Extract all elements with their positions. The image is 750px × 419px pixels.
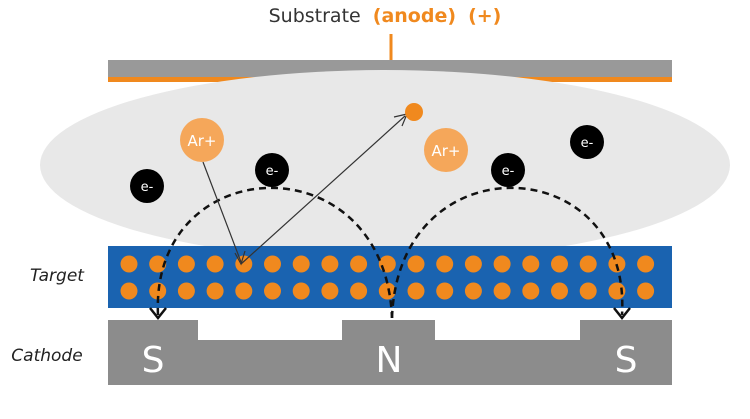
target-atom (350, 255, 368, 273)
target-atom (436, 255, 454, 273)
target-atom (264, 282, 281, 300)
target-atom (551, 282, 568, 300)
argon-ion-right-circle (424, 128, 468, 172)
electron-4-label: e- (581, 136, 594, 151)
target-atom (206, 282, 224, 300)
target-atom (120, 282, 138, 300)
electron-4: e- (570, 125, 604, 159)
target-atom (407, 255, 425, 273)
target-atom (464, 282, 482, 300)
target-atom (378, 255, 396, 273)
target-atom (177, 255, 195, 273)
magnet-n-center: N (376, 340, 403, 381)
target-atom (464, 255, 482, 273)
argon-ion-left-label: Ar+ (188, 132, 217, 150)
target-atom (321, 282, 339, 300)
target-atom (120, 255, 138, 273)
target-atom (579, 282, 597, 300)
argon-ion-right-label: Ar+ (432, 142, 461, 160)
electron-2: e- (255, 153, 289, 187)
argon-ion-right: Ar+ (424, 128, 468, 172)
target-atom (177, 282, 195, 300)
electron-3-label: e- (502, 164, 515, 179)
argon-ion-left: Ar+ (180, 118, 224, 162)
target-atoms (120, 255, 655, 300)
target-atom (407, 282, 425, 300)
electron-2-circle (255, 153, 289, 187)
target-atom (637, 255, 655, 273)
cathode-label: Cathode (11, 346, 82, 366)
target-atom (292, 282, 310, 300)
title-plus: (+) (468, 5, 501, 27)
target-atom (321, 255, 339, 273)
target-atom (292, 255, 310, 273)
target-atom (149, 255, 167, 273)
target-atom (436, 282, 454, 300)
target-atom (235, 282, 253, 300)
target-label: Target (30, 266, 85, 286)
argon-ion-left-circle (180, 118, 224, 162)
electron-3-circle (491, 153, 525, 187)
substrate-title: Substrate (anode) (+) (269, 5, 502, 27)
target-atom (264, 255, 281, 273)
sputtered-atom (405, 103, 423, 121)
electron-1: e- (130, 169, 164, 203)
electron-4-circle (570, 125, 604, 159)
electron-3: e- (491, 153, 525, 187)
target-atom (493, 282, 511, 300)
target-atom (522, 282, 540, 300)
magnet-s-left: S (142, 340, 165, 381)
target-atom (149, 282, 167, 300)
field-line-right (390, 186, 624, 319)
target-atom (579, 255, 597, 273)
electron-1-label: e- (141, 180, 154, 195)
target-atom (350, 282, 368, 300)
plasma-region (40, 70, 730, 260)
target-atom (206, 255, 224, 273)
substrate-plate (108, 60, 672, 78)
target-atom (637, 282, 655, 300)
field-line-left (156, 186, 394, 319)
title-substrate: Substrate (269, 5, 361, 27)
ion-path (202, 161, 242, 263)
electron-2-label: e- (266, 164, 279, 179)
title-anode: (anode) (373, 5, 456, 27)
field-arrowhead-right (613, 307, 631, 321)
target-atom (493, 255, 511, 273)
target-atom (608, 282, 626, 300)
target-atom (522, 255, 540, 273)
cathode-body (108, 320, 672, 385)
sputter-path (240, 115, 406, 265)
target-atom (551, 255, 568, 273)
target-atom (378, 282, 396, 300)
field-arrowhead-left (149, 307, 167, 321)
magnet-s-right: S (615, 340, 638, 381)
electron-1-circle (130, 169, 164, 203)
